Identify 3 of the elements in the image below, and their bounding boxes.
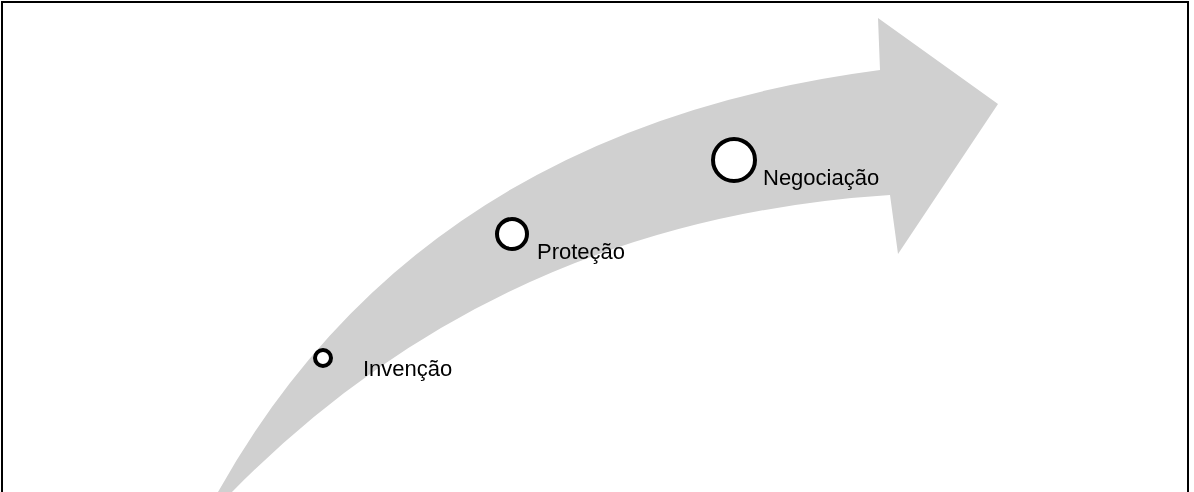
stage-label: Negociação xyxy=(763,165,880,191)
stage-label: Invenção xyxy=(363,356,453,382)
stage-label: Proteção xyxy=(537,239,626,265)
